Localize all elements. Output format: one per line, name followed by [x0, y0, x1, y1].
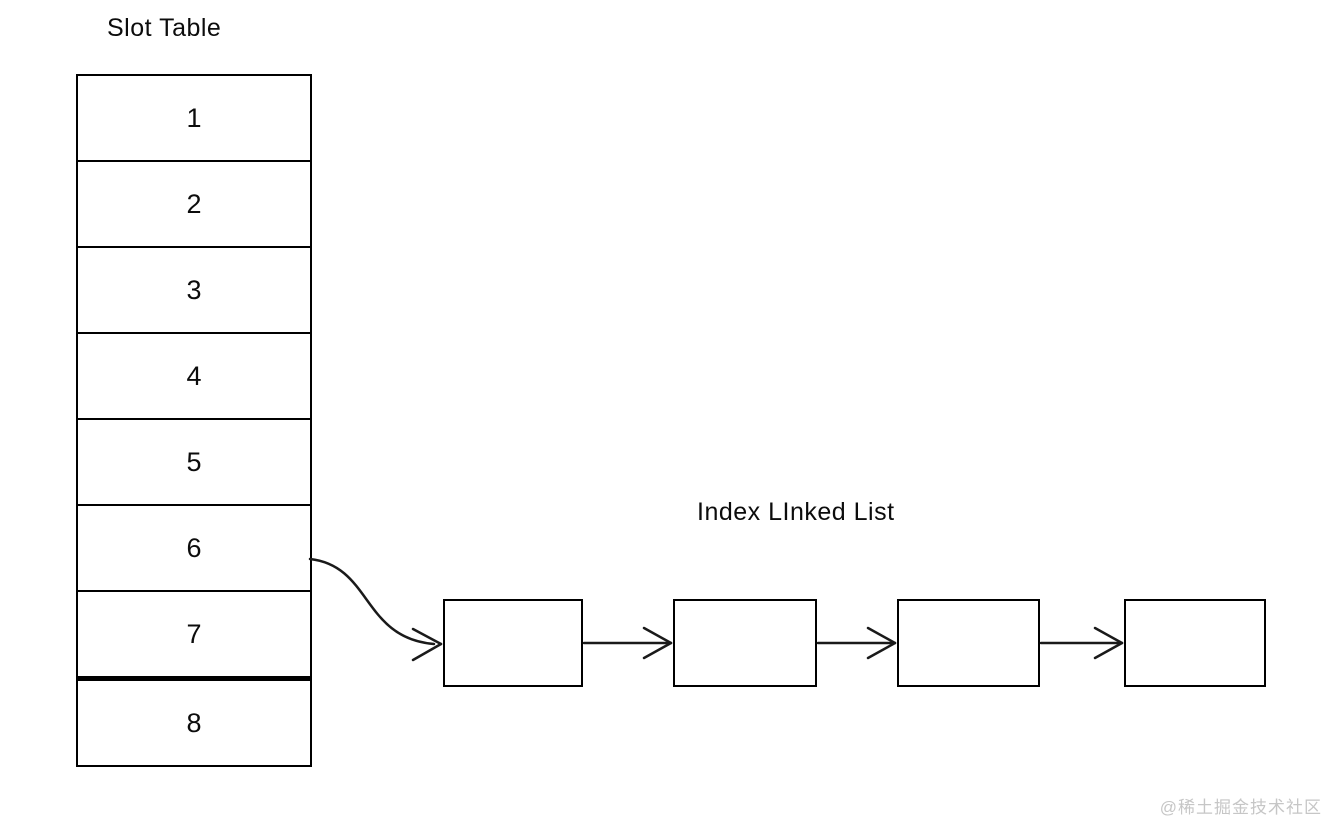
slot-number: 7	[186, 618, 202, 649]
linked-list-title: Index LInked List	[697, 498, 895, 526]
list-arrow-3	[1039, 626, 1124, 660]
slot-cell-2: 2	[76, 160, 312, 248]
slot-cell-8: 8	[76, 676, 312, 767]
slot-table-title: Slot Table	[107, 14, 222, 42]
slot-table: 1 2 3 4 5 6 7 8	[76, 74, 312, 767]
slot-cell-3: 3	[76, 246, 312, 334]
slot-number: 2	[186, 188, 202, 219]
slot6-to-list-arrow	[308, 557, 443, 662]
slot-cell-1: 1	[76, 74, 312, 162]
slot-number: 8	[186, 707, 202, 738]
linked-list-node-1	[443, 599, 583, 687]
linked-list-node-3	[897, 599, 1040, 687]
slot-number: 6	[186, 532, 202, 563]
list-arrow-2	[816, 626, 897, 660]
slot-number: 5	[186, 446, 202, 477]
slot-number: 3	[186, 274, 202, 305]
slot-cell-6: 6	[76, 504, 312, 592]
watermark: @稀土掘金技术社区	[1159, 798, 1322, 817]
slot-cell-7: 7	[76, 590, 312, 678]
slot-cell-5: 5	[76, 418, 312, 506]
list-arrow-1	[582, 626, 673, 660]
slot-cell-4: 4	[76, 332, 312, 420]
slot-number: 1	[186, 102, 202, 133]
linked-list-node-4	[1124, 599, 1266, 687]
slot-number: 4	[186, 360, 202, 391]
linked-list-node-2	[673, 599, 817, 687]
